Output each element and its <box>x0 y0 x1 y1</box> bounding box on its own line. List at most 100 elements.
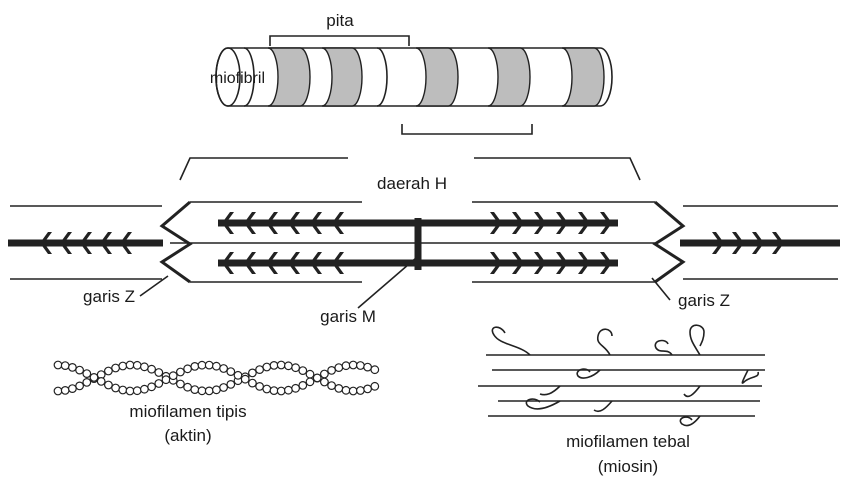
thick-filament-label-2: (miosin) <box>598 457 658 476</box>
actin-bead <box>234 372 242 380</box>
actin-bead <box>321 370 329 378</box>
actin-bead <box>335 364 343 372</box>
actin-bead <box>371 366 379 374</box>
actin-bead <box>285 386 293 394</box>
actin-bead-chain <box>54 361 378 395</box>
actin-bead <box>191 386 199 394</box>
actin-bead <box>97 378 105 386</box>
actin-bead <box>61 362 69 370</box>
actin-bead <box>270 362 278 370</box>
actin-bead <box>169 372 177 380</box>
z-line-left <box>162 202 190 282</box>
actin-bead <box>227 368 235 376</box>
actin-bead <box>328 367 336 375</box>
actin-bead <box>177 380 185 388</box>
actin-bead <box>357 362 365 370</box>
actin-bead <box>328 382 336 390</box>
actin-bead <box>141 385 149 393</box>
actin-bead <box>69 364 77 372</box>
actin-bead <box>119 386 127 394</box>
actin-bead <box>277 361 285 369</box>
thin-filament-label-2: (aktin) <box>164 426 211 445</box>
actin-bead <box>285 362 293 370</box>
actin-bead <box>213 386 221 394</box>
actin-bead <box>54 361 62 369</box>
actin-bead <box>184 365 192 373</box>
actin-bead <box>213 362 221 370</box>
zoom-bracket-left <box>180 158 348 180</box>
actin-bead <box>126 361 134 369</box>
miofibril-label: miofibril <box>210 70 265 87</box>
pointer-z-right <box>652 278 670 300</box>
zoom-bracket-right <box>474 158 640 180</box>
actin-bead <box>270 387 278 395</box>
actin-bead <box>90 374 98 382</box>
garis-z-right-label: garis Z <box>678 291 730 310</box>
actin-bead <box>357 387 365 395</box>
actin-bead <box>342 387 350 395</box>
actin-bead <box>76 382 84 390</box>
actin-bead <box>155 369 163 377</box>
actin-bead <box>191 363 199 371</box>
actin-bead <box>256 366 264 374</box>
actin-bead <box>292 364 300 372</box>
actin-bead <box>61 387 69 395</box>
actin-bead <box>205 387 213 395</box>
actin-bead <box>241 375 249 383</box>
actin-bead <box>349 361 357 369</box>
actin-bead <box>371 383 379 391</box>
actin-bead <box>205 361 213 369</box>
actin-bead <box>313 374 321 382</box>
actin-bead <box>256 383 264 391</box>
daerah-h-label: daerah H <box>377 174 447 193</box>
actin-bead <box>148 383 156 391</box>
actin-bead <box>112 364 120 372</box>
thin-filament-label-1: miofilamen tipis <box>129 402 246 421</box>
actin-bead <box>263 363 271 371</box>
myosin-molecules <box>478 325 765 425</box>
actin-bead <box>263 385 271 393</box>
actin-bead <box>321 378 329 386</box>
pita-label: pita <box>326 11 354 30</box>
actin-bead <box>292 385 300 393</box>
garis-m-label: garis M <box>320 307 376 326</box>
actin-bead <box>76 366 84 374</box>
actin-bead <box>364 363 372 371</box>
actin-bead <box>69 385 77 393</box>
pita-bracket <box>270 36 409 46</box>
actin-bead <box>105 367 113 375</box>
actin-bead <box>364 385 372 393</box>
actin-bead <box>299 382 307 390</box>
actin-bead <box>306 370 314 378</box>
actin-bead <box>249 379 257 387</box>
actin-bead <box>177 368 185 376</box>
actin-bead <box>220 384 228 392</box>
actin-bead <box>141 363 149 371</box>
actin-bead <box>126 387 134 395</box>
actin-bead <box>299 367 307 375</box>
thick-filament-label-1: miofilamen tebal <box>566 432 690 451</box>
actin-bead <box>105 381 113 389</box>
actin-bead <box>349 387 357 395</box>
dark-bands <box>268 48 604 106</box>
actin-bead <box>227 381 235 389</box>
actin-bead <box>249 369 257 377</box>
actin-bead <box>54 387 62 395</box>
actin-bead <box>162 376 170 384</box>
actin-bead <box>148 365 156 373</box>
actin-bead <box>112 384 120 392</box>
actin-bead <box>198 387 206 395</box>
garis-z-left-label: garis Z <box>83 287 135 306</box>
actin-bead <box>184 383 192 391</box>
actin-bead <box>155 380 163 388</box>
actin-bead <box>83 370 91 378</box>
z-line-right <box>655 202 683 282</box>
actin-bead <box>220 365 228 373</box>
actin-bead <box>133 387 141 395</box>
actin-bead <box>342 362 350 370</box>
actin-bead <box>133 362 141 370</box>
actin-bead <box>198 361 206 369</box>
actin-bead <box>277 387 285 395</box>
